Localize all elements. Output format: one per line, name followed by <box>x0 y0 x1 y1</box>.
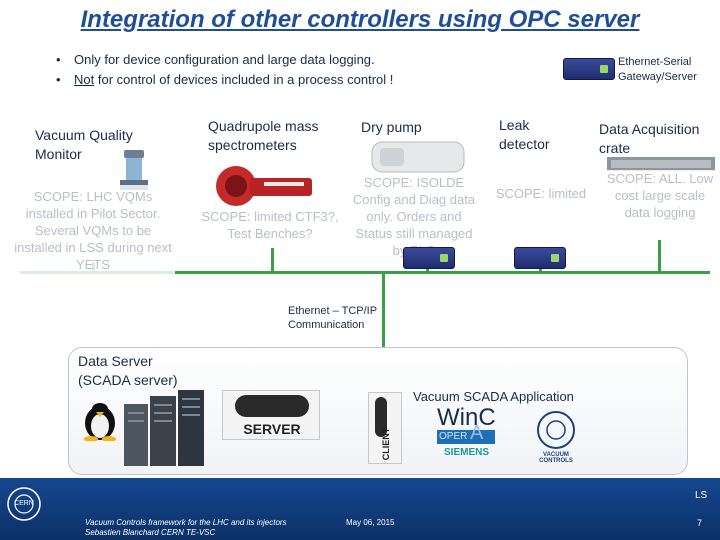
cern-logo-icon <box>7 487 41 521</box>
bullet-text: for control of devices included in a pro… <box>94 72 394 87</box>
bullet-item: Not for control of devices included in a… <box>56 72 393 92</box>
vqm-scope-text: SCOPE: LHC VQMs installed in Pilot Secto… <box>14 189 172 272</box>
daq-crate-icon <box>607 157 715 171</box>
ethernet-bus-line <box>20 271 710 274</box>
scada-app-label: Vacuum SCADA Application <box>413 389 574 404</box>
footer-ls: LS <box>695 490 708 501</box>
bullet-text: Only for device configuration and large … <box>74 52 375 67</box>
vqm-scope-box: SCOPE: LHC VQMs installed in Pilot Secto… <box>11 185 175 287</box>
slide-title: Integration of other controllers using O… <box>80 6 640 33</box>
server-rack-icon <box>124 390 204 466</box>
opc-client-text: CLIENT <box>381 427 391 461</box>
leak-detector-label: Leak detector <box>499 117 550 152</box>
ethernet-serial-gateway-icon <box>563 58 615 80</box>
footer-author: Sebastien Blanchard CERN TE-VSC <box>85 528 216 537</box>
daq-scope-text: SCOPE: ALL. Low cost large scale data lo… <box>606 171 714 220</box>
opc-client-logo: CLIENT <box>368 392 402 464</box>
dry-pump-scope-box: SCOPE: ISOLDE Config and Diag data only.… <box>349 174 479 258</box>
oper-logo: OPER <box>437 430 495 444</box>
winc-logo-text: WinC <box>437 404 496 431</box>
opc-badge-icon <box>235 395 309 417</box>
bullet-list: Only for device configuration and large … <box>56 52 393 92</box>
dry-pump-icon <box>371 141 465 173</box>
qms-label: Quadrupole mass spectrometers <box>208 118 319 153</box>
quadrupole-spectrometer-icon <box>216 166 312 206</box>
daq-scope-box: SCOPE: ALL. Low cost large scale data lo… <box>604 170 716 236</box>
footer-presentation-title: Vacuum Controls framework for the LHC an… <box>85 518 287 527</box>
opc-server-text: SERVER <box>243 421 301 437</box>
ethernet-drop-line <box>271 248 274 272</box>
linux-tux-icon <box>84 403 116 441</box>
gateway-label: Ethernet-Serial Gateway/Server <box>618 56 697 83</box>
footer-bar <box>0 478 720 540</box>
ethernet-uplink-line <box>382 271 385 391</box>
opc-server-logo: SERVER <box>222 390 320 440</box>
dry-pump-gateway-icon <box>403 247 455 269</box>
ethernet-drop-line <box>539 268 542 274</box>
dry-pump-label: Dry pump <box>361 119 422 135</box>
leak-detector-scope-box: SCOPE: limited <box>488 182 594 220</box>
vqm-device-icon <box>120 150 148 190</box>
vacuum-controls-text: VACUUM CONTROLS <box>539 452 573 464</box>
daq-crate-label: Data Acquisition crate <box>599 121 700 156</box>
bullet-emphasis: Not <box>74 72 95 87</box>
ethernet-drop-line <box>426 268 429 274</box>
leak-detector-scope-text: SCOPE: limited <box>495 186 587 201</box>
opc-client-badge-icon <box>375 397 387 437</box>
qms-scope-text: SCOPE: limited CTF3?, Test Benches? <box>201 209 339 241</box>
cern-logo-text: CERN <box>14 500 34 507</box>
vqm-label: Vacuum Quality Monitor <box>35 127 133 162</box>
footer-date: May 06, 2015 <box>346 518 395 527</box>
oper-a-glyph: A <box>470 422 484 444</box>
ethernet-label: Ethernet – TCP/IP Communication <box>288 305 377 331</box>
footer-page-number: 7 <box>697 518 703 528</box>
dry-pump-scope-text: SCOPE: ISOLDE Config and Diag data only.… <box>352 175 476 258</box>
siemens-logo: SIEMENS <box>444 447 490 458</box>
cern-vacuum-logo-icon <box>537 411 575 449</box>
ethernet-drop-line <box>658 240 661 273</box>
leak-detector-gateway-icon <box>514 247 566 269</box>
bullet-item: Only for device configuration and large … <box>56 52 393 72</box>
data-server-label: Data Server (SCADA server) <box>78 353 178 388</box>
qms-scope-box: SCOPE: limited CTF3?, Test Benches? <box>190 208 350 244</box>
